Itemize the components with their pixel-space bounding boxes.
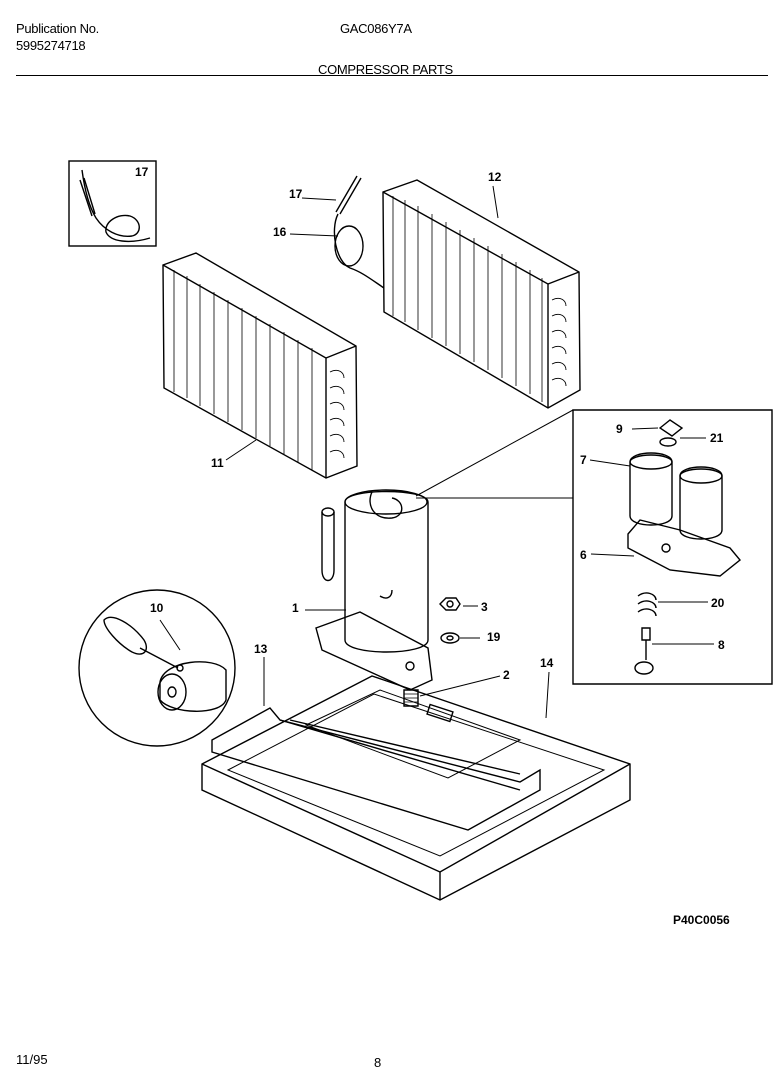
publication-number: 5995274718 bbox=[16, 38, 86, 53]
footer-date: 11/95 bbox=[16, 1052, 48, 1067]
callout-19: 19 bbox=[487, 630, 501, 644]
callout-8: 8 bbox=[718, 638, 725, 652]
page-number: 8 bbox=[374, 1055, 382, 1070]
model-number: GAC086Y7A bbox=[340, 21, 412, 36]
drawing-code: P40C0056 bbox=[673, 913, 730, 927]
callout-10: 10 bbox=[150, 601, 164, 615]
callout-12: 12 bbox=[488, 170, 502, 184]
callout-9: 9 bbox=[616, 422, 623, 436]
callout-21: 21 bbox=[710, 431, 724, 445]
callout-20: 20 bbox=[711, 596, 725, 610]
inset-capacitor-10 bbox=[78, 589, 236, 747]
callout-14: 14 bbox=[540, 656, 554, 670]
callout-6: 6 bbox=[580, 548, 587, 562]
inset-internal-parts bbox=[415, 409, 773, 685]
callout-17: 17 bbox=[289, 187, 303, 201]
drain-tray-13 bbox=[211, 707, 541, 831]
compressor-1 bbox=[315, 489, 433, 691]
callout-11: 11 bbox=[211, 456, 224, 470]
callout-13: 13 bbox=[254, 642, 268, 656]
leader-lines bbox=[159, 185, 714, 719]
callout-2: 2 bbox=[503, 668, 510, 682]
base-pan-14 bbox=[201, 675, 631, 901]
header-rule bbox=[16, 75, 768, 76]
publication-label: Publication No. bbox=[16, 21, 99, 36]
sensor-bulb-16-17 bbox=[333, 175, 385, 289]
callout-17-inset: 17 bbox=[135, 165, 149, 179]
callout-7: 7 bbox=[580, 453, 587, 467]
callout-1: 1 bbox=[292, 601, 299, 615]
callout-3: 3 bbox=[481, 600, 488, 614]
condenser-coil-12 bbox=[382, 179, 581, 409]
evaporator-coil-11 bbox=[162, 252, 358, 479]
callout-16: 16 bbox=[273, 225, 287, 239]
inset-sensor-17 bbox=[68, 160, 157, 247]
section-title: COMPRESSOR PARTS bbox=[318, 62, 453, 77]
